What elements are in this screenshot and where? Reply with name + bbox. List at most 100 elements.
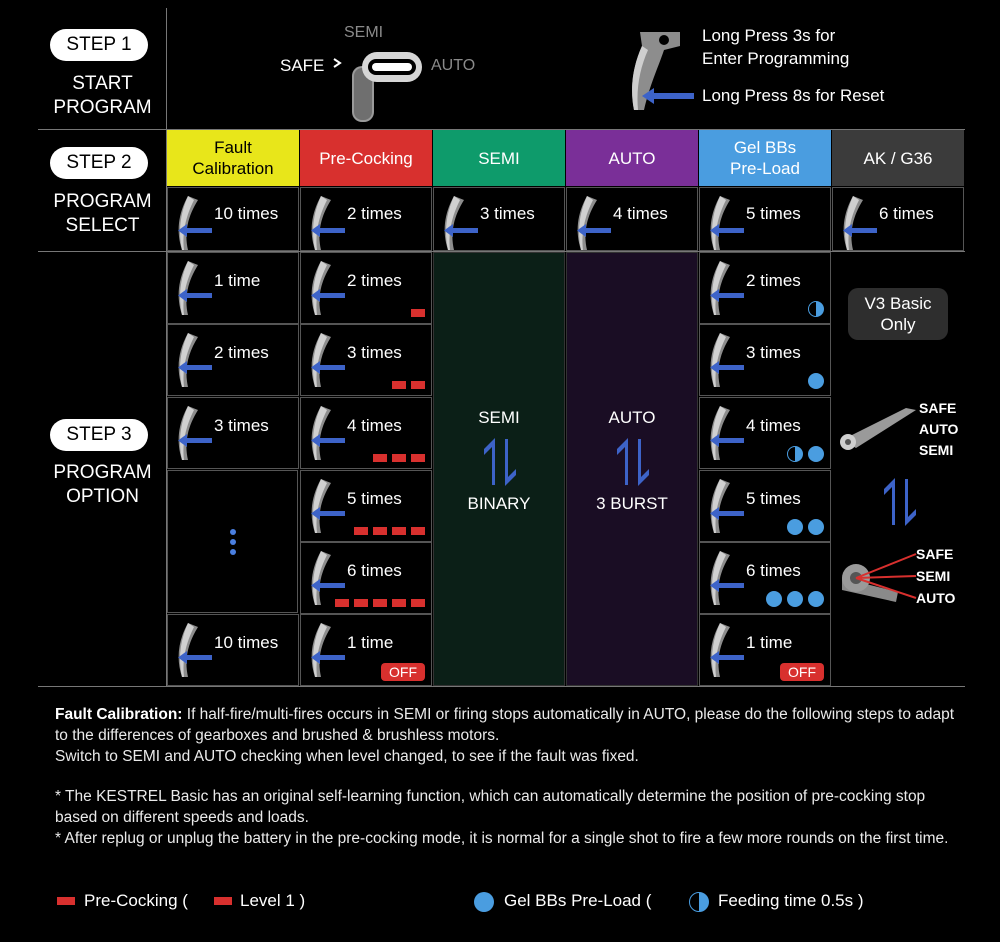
v3-basic-line1: V3 Basic — [864, 294, 932, 313]
fault-note-text: If half-fire/multi-fires occurs in SEMI … — [55, 706, 955, 744]
step3-title: PROGRAM OPTION — [30, 461, 175, 509]
trigger-icon — [311, 333, 345, 387]
grid-line-step2 — [38, 251, 965, 252]
legend-precocking: Pre-Cocking ( — [84, 891, 188, 910]
legend-blue-dot — [474, 892, 494, 912]
legend-feed: Feeding time 0.5s ) — [718, 891, 864, 910]
gel-option: 4 times — [699, 397, 831, 469]
instruction-reset: Long Press 8s for Reset — [702, 86, 885, 105]
trigger-large-icon — [632, 32, 680, 110]
precock-level-mark — [354, 599, 368, 607]
long-press-arrowhead-icon — [642, 88, 654, 104]
trigger-icon — [178, 623, 212, 677]
step1-title-line2: PROGRAM — [53, 97, 152, 118]
trigger-icon — [577, 196, 611, 250]
precock-option: 3 times — [300, 324, 432, 396]
grid-line-step1 — [38, 129, 965, 130]
grid-line-bottom — [38, 686, 965, 687]
trigger-icon — [178, 333, 212, 387]
trigger-icon — [311, 196, 345, 250]
gel-full-dot — [787, 519, 803, 535]
gel-count: 5 times — [746, 489, 801, 508]
select-count: 10 times — [214, 204, 279, 223]
semi-mode-column: SEMI BINARY — [433, 252, 565, 686]
precock-level-mark — [373, 527, 387, 535]
trigger-icon — [710, 551, 744, 605]
replug-note: * After replug or unplug the battery in … — [55, 830, 949, 847]
trigger-icon — [311, 551, 345, 605]
step2-pill: STEP 2 — [50, 147, 148, 179]
selector-switch-semi-label: SEMI — [344, 24, 384, 41]
off-badge: OFF — [381, 663, 425, 681]
header-line1: AK / G36 — [863, 148, 933, 168]
ak-label-auto: AUTO — [919, 421, 959, 437]
gel-option: 3 times — [699, 324, 831, 396]
precock-level-mark — [411, 381, 425, 389]
auto-mode-column: AUTO 3 BURST — [566, 252, 698, 686]
fault-calibration-note: Fault Calibration: If half-fire/multi-fi… — [55, 704, 965, 767]
off-badge: OFF — [780, 663, 824, 681]
fault-note-label: Fault Calibration: — [55, 706, 183, 723]
g36-label-safe: SAFE — [916, 546, 954, 562]
precock-level-mark — [411, 527, 425, 535]
precock-level-mark — [411, 599, 425, 607]
precock-option: 5 times — [300, 470, 432, 542]
ak-selector-lever-icon — [840, 408, 916, 450]
fault-option: 2 times — [167, 324, 299, 396]
step3-title-line1: PROGRAM — [53, 462, 152, 483]
selector-switch-auto-label: AUTO — [431, 57, 476, 74]
selector-switch-safe-label: SAFE — [280, 56, 325, 75]
trigger-icon — [311, 261, 345, 315]
precock-count: 4 times — [347, 416, 402, 435]
step2-title: PROGRAM SELECT — [30, 190, 175, 238]
gel-count: 2 times — [746, 271, 801, 290]
header-line2: Pre-Load — [730, 159, 800, 178]
trigger-icon — [444, 196, 478, 250]
select-count: 2 times — [347, 204, 402, 223]
semi-mode-bottom: BINARY — [467, 494, 531, 513]
gel-option: 6 times — [699, 542, 831, 614]
ak-label-semi: SEMI — [919, 442, 954, 458]
precock-count: 5 times — [347, 489, 402, 508]
step3-title-line2: OPTION — [66, 486, 139, 507]
auto-mode-bottom: 3 BURST — [596, 494, 668, 513]
select-count: 5 times — [746, 204, 801, 223]
precock-level-mark — [335, 599, 349, 607]
instruction-enter-line2: Enter Programming — [702, 49, 850, 68]
select-count: 6 times — [879, 204, 934, 223]
step1-pill: STEP 1 — [50, 29, 148, 61]
legend-red-swatch — [57, 897, 75, 905]
trigger-icon — [311, 479, 345, 533]
gel-full-dot — [787, 591, 803, 607]
fault-option: 10 times — [167, 614, 299, 686]
legend-half-dot — [689, 892, 709, 912]
header-line1: AUTO — [608, 148, 656, 168]
fault-option: 1 time — [167, 252, 299, 324]
trigger-icon — [178, 196, 212, 250]
gel-option: 5 times — [699, 470, 831, 542]
precock-level-mark — [392, 381, 406, 389]
semi-mode-top: SEMI — [478, 408, 520, 427]
step1-title-line1: START — [72, 73, 133, 94]
legend-red-swatch-2 — [214, 897, 232, 905]
precock-level-mark — [392, 454, 406, 462]
g36-label-semi: SEMI — [916, 568, 951, 584]
ak-g36-toggle-icon — [884, 478, 916, 526]
precock-level-mark — [392, 599, 406, 607]
trigger-icon — [710, 623, 744, 677]
fault-count: 2 times — [214, 343, 269, 362]
gel-option: 2 times — [699, 252, 831, 324]
precock-option: 6 times — [300, 542, 432, 614]
select-count: 4 times — [613, 204, 668, 223]
precock-option: 2 times — [300, 252, 432, 324]
precock-level-mark — [392, 527, 406, 535]
precock-count: 1 time — [347, 633, 394, 652]
gel-count: 4 times — [746, 416, 801, 435]
precock-option: 4 times — [300, 397, 432, 469]
header-2: SEMI — [433, 130, 565, 186]
step2-title-line1: PROGRAM — [53, 191, 152, 212]
gel-full-dot — [808, 446, 824, 462]
